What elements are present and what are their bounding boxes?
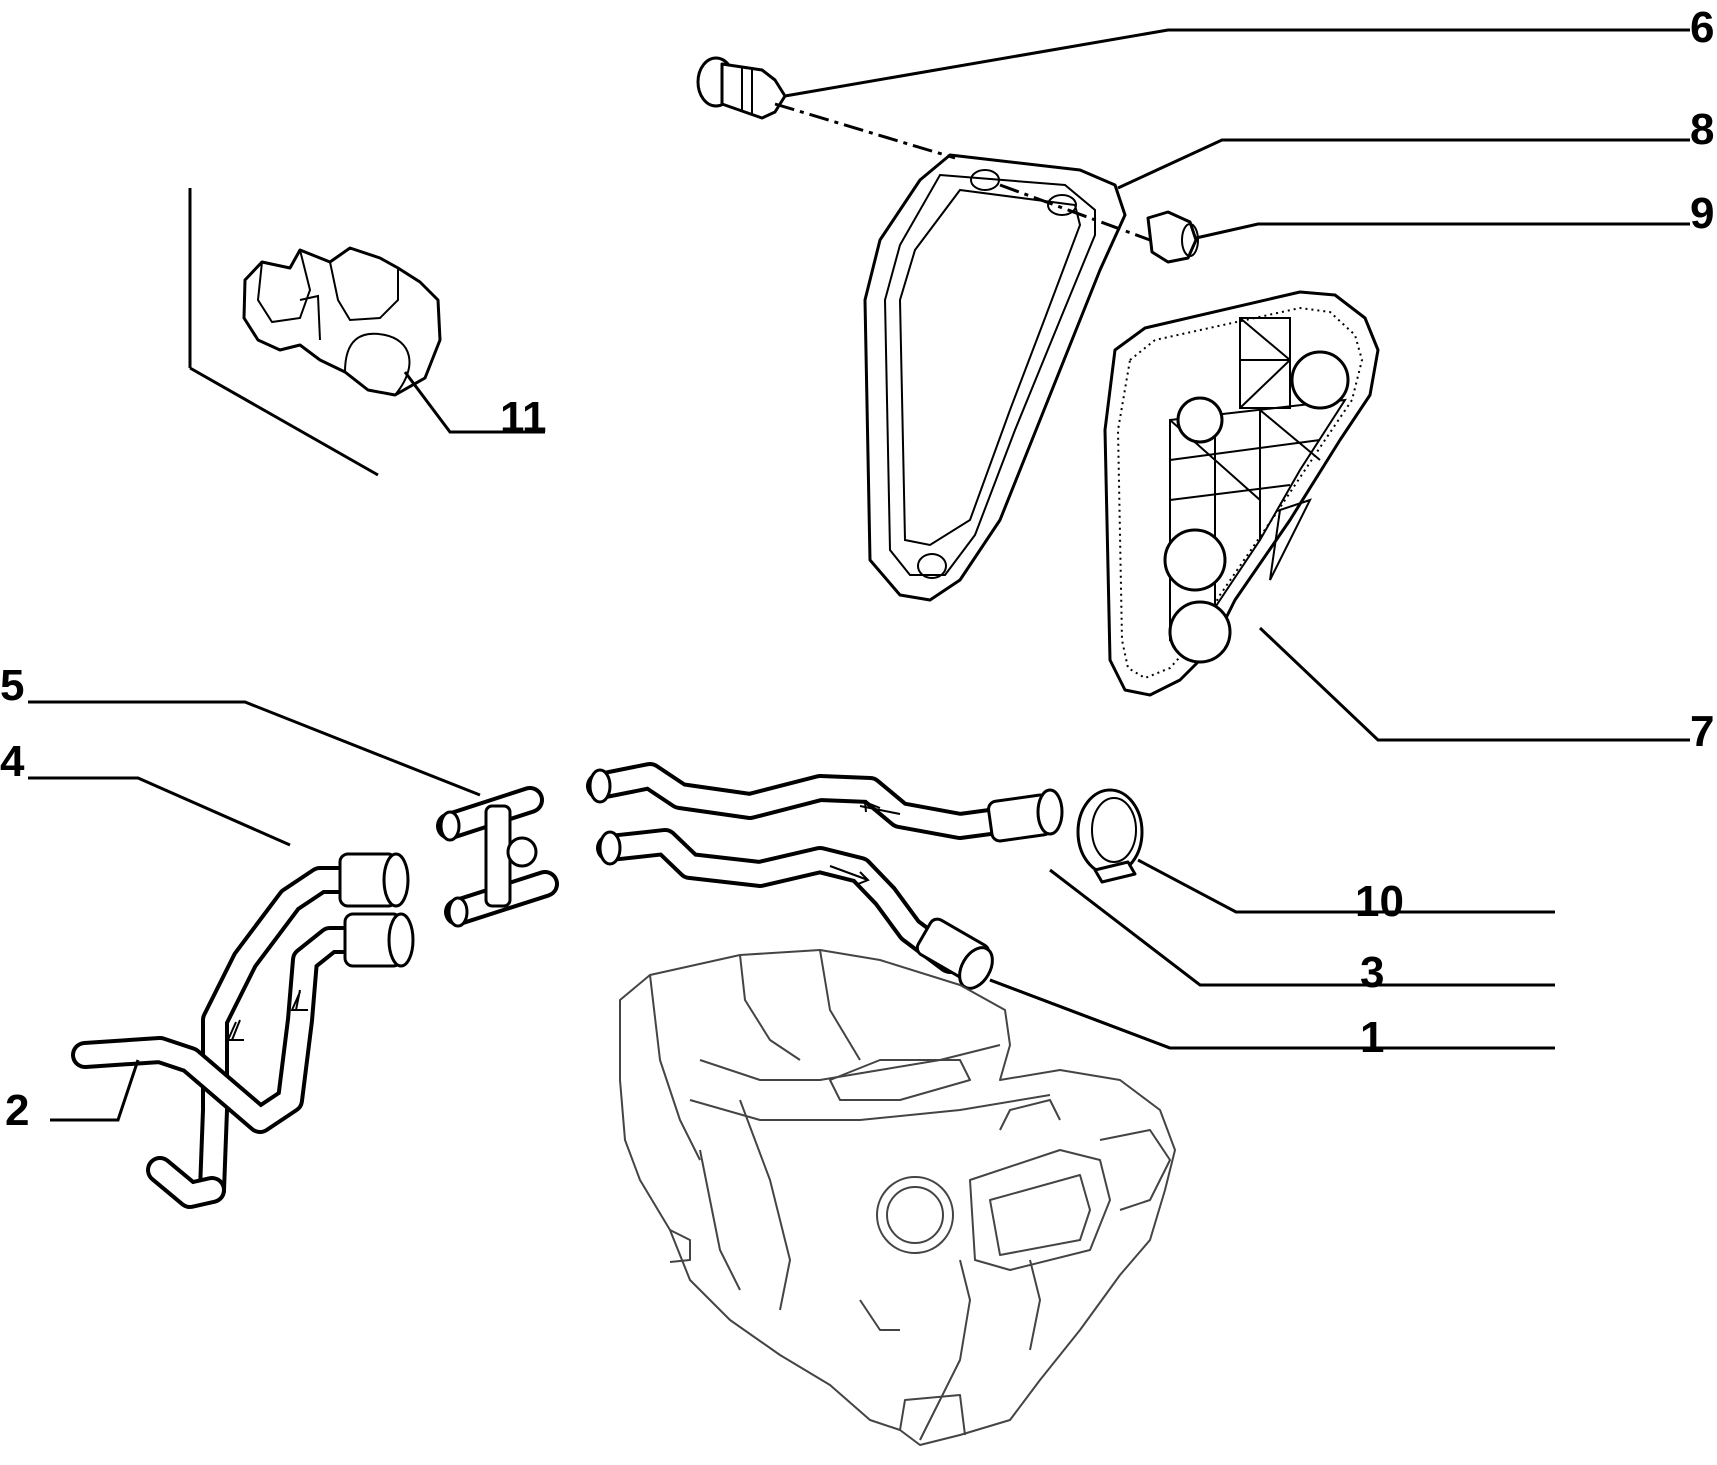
callout-8: 8 xyxy=(1690,105,1714,154)
callout-labels: 6 8 9 11 7 5 4 10 3 1 2 xyxy=(0,3,1714,1135)
heater-box-assembly xyxy=(619,949,1176,1446)
part-3-hose xyxy=(586,762,1064,843)
callout-6: 6 xyxy=(1690,3,1714,52)
part-9-plug xyxy=(1146,210,1199,264)
part-5-connector xyxy=(436,786,559,928)
part-11-hose-clip xyxy=(188,188,442,477)
part-10-clamp xyxy=(1076,788,1144,884)
callout-7: 7 xyxy=(1690,707,1714,756)
callout-9: 9 xyxy=(1690,189,1714,238)
part-6-screw xyxy=(696,56,787,120)
callout-11: 11 xyxy=(500,393,547,442)
callout-4: 4 xyxy=(0,737,25,786)
part-2-hose xyxy=(71,912,415,1209)
leader-lines xyxy=(28,28,1690,1122)
callout-5: 5 xyxy=(0,661,24,710)
part-4-hose xyxy=(198,852,410,1204)
part-8-gasket xyxy=(863,153,1127,602)
callout-3: 3 xyxy=(1360,948,1384,997)
callout-2: 2 xyxy=(5,1086,29,1135)
part-1-hose xyxy=(596,828,994,990)
callout-1: 1 xyxy=(1360,1013,1384,1062)
callout-10: 10 xyxy=(1355,877,1404,926)
part-7-filter-grille xyxy=(1103,290,1380,697)
